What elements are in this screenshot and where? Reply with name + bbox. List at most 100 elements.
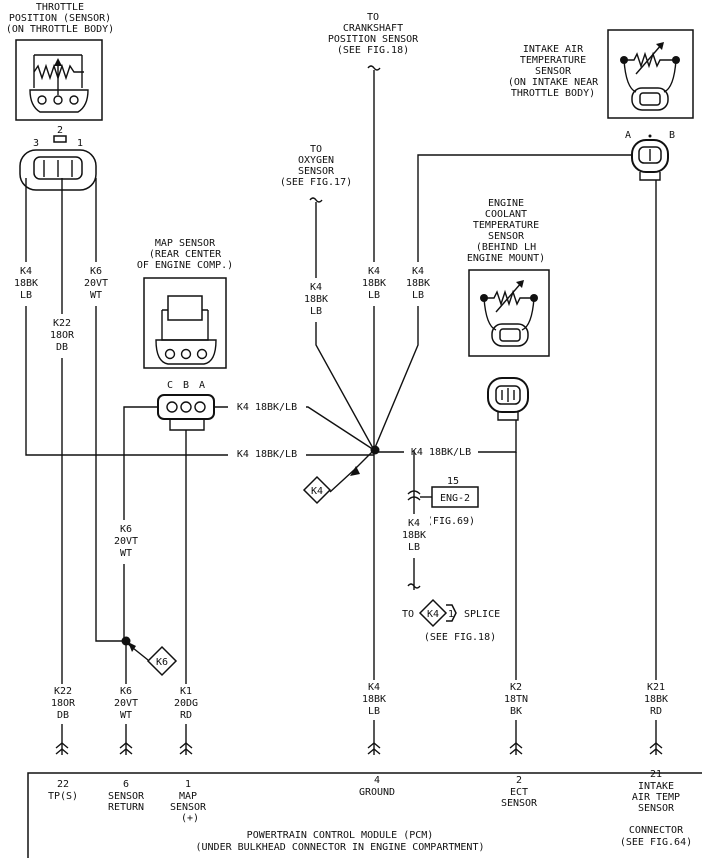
pcm-pin-name-22: TP(S) [48,791,78,802]
pcm-pin-name-1-2: SENSOR [170,802,207,813]
map-element-leads [161,309,209,341]
iat-pin-a: A [625,130,631,141]
ect-plug-pins [501,388,515,402]
pcm-cavity-symbols [55,742,663,755]
to-splice-diamond: K4 [418,598,448,628]
map-pin-b: B [183,380,189,391]
k4-splice-dot [370,445,380,455]
k6-diamond-label: K6 [156,657,168,668]
iat-thermistor [624,51,676,69]
map-plug-pin-a [194,401,206,413]
pcm-pin-num-4: 4 [374,775,380,786]
iat-label-1: INTAKE AIR [523,44,584,55]
iat-plug-bottom [639,172,661,181]
ect-leads [483,297,535,331]
tps-label-3: (ON THROTTLE BODY) [6,24,114,35]
label-bg [300,278,332,322]
pcm-pin-num-21: 21 [650,769,662,780]
wire-o2-k4-l2: 18BK [304,294,328,305]
k4-diamond: K4 [302,475,332,505]
pcm-connector-l1: CONNECTOR [629,825,684,836]
wire-map-k4-label: K4 18BK/LB [237,402,297,413]
ect-thermistor [484,289,534,307]
tps-pin-hole-2 [53,95,63,105]
pcm-pin-iat: 21 INTAKE AIR TEMP SENSOR [632,769,680,814]
ect-sensor: ENGINE COOLANT TEMPERATURE SENSOR (BEHIN… [467,198,550,421]
o2-label-2: OXYGEN [298,155,334,166]
eng2-break-mark [407,583,421,589]
to-splice-word: SPLICE [464,609,500,620]
o2-label-3: SENSOR [298,166,335,177]
map-pin-c: C [167,380,173,391]
ckp-ref: TO CRANKSHAFT POSITION SENSOR (SEE FIG.1… [328,12,419,71]
wire-iat-k4-l3: LB [412,290,424,301]
pcm-k6-l1: K6 [120,686,132,697]
map-pin-hole-c [164,348,176,360]
tps-plug-pins [43,160,73,177]
map-element [167,295,203,321]
ckp-label-3: POSITION SENSOR [328,34,419,45]
tps-sensor: THROTTLE POSITION (SENSOR) (ON THROTTLE … [6,2,114,191]
k4-diamond-label: K4 [311,486,323,497]
wire-k4-diamond [329,451,373,493]
tps-connector-housing [29,89,89,113]
ect-label-4: SENSOR [488,231,525,242]
wire-ect-k4-label: K4 18BK/LB [411,447,471,458]
map-plug-pin-c [166,401,178,413]
pcm-k6-l2: 20VT [114,698,138,709]
pcm-pin-name-21-1: INTAKE [638,781,674,792]
pcm-k1-l1: K1 [180,686,192,697]
map-body [143,277,227,369]
wire-map-k4 [214,406,375,451]
tps-resistor-zigzag [33,63,84,81]
ect-label-3: TEMPERATURE [473,220,539,231]
eng2-connector-mark [407,490,421,501]
iat-pin-b: B [669,130,675,141]
pcm-pin-num-6: 6 [123,779,129,790]
ect-label-1: ENGINE [488,198,524,209]
pcm-pin-name-4: GROUND [359,787,395,798]
iat-plug-inner [638,146,662,164]
pcm-title-2: (UNDER BULKHEAD CONNECTOR IN ENGINE COMP… [196,842,485,853]
tps-wiper-arrow [54,58,62,66]
tps-label-1: THROTTLE [36,2,84,13]
ckp-label-2: CRANKSHAFT [343,23,403,34]
iat-label-3: SENSOR [535,66,572,77]
wire-tps-k4-l2: 18BK [14,278,38,289]
wire-eng2-k4-l1: K4 [408,518,420,529]
wire-iat-k4 [373,154,632,451]
eng2-label: ENG-2 [440,493,470,504]
pcm-k1-l2: 20DG [174,698,198,709]
pcm-k21-l2: 18BK [644,694,668,705]
ect-plug-outer [487,377,529,413]
pcm-pin-name-2-2: SENSOR [501,798,538,809]
o2-break-mark [309,197,323,203]
eng2-fig: (FIG.69) [427,516,475,527]
tps-pin-2: 2 [57,125,63,136]
tps-label-2: POSITION (SENSOR) [9,13,111,24]
map-plug-pin-b [180,401,192,413]
wire-ckp-k4-l1: K4 [368,266,380,277]
pcm-k4-l3: LB [368,706,380,717]
wire-ckp-k4-l3: LB [368,290,380,301]
wire-map-k6-l2: 20VT [114,536,138,547]
tps-pin-3: 3 [33,138,39,149]
tps-plug-outer [19,149,97,191]
o2-ref: TO OXYGEN SENSOR (SEE FIG.17) [280,144,352,203]
label-bg [44,314,80,358]
ckp-break-mark [367,65,381,71]
map-label-2: (REAR CENTER [149,249,222,260]
ect-plug-bottom [497,412,519,421]
to-splice-see: (SEE FIG.18) [424,632,496,643]
pcm-pin-num-22: 22 [57,779,69,790]
ect-thermistor-arrow-head [516,280,524,288]
label-bg [228,446,306,460]
ect-thermistor-arrow-line [495,281,523,313]
to-splice-num: 1 [448,609,454,620]
ect-body [468,269,550,357]
to-splice-to: TO [402,609,414,620]
pcm-k21-l1: K21 [647,682,665,693]
pcm-pin-ect: 2 ECT SENSOR [501,775,538,809]
ect-connector-inner [499,328,521,342]
iat-label-4: (ON INTAKE NEAR [508,77,599,88]
